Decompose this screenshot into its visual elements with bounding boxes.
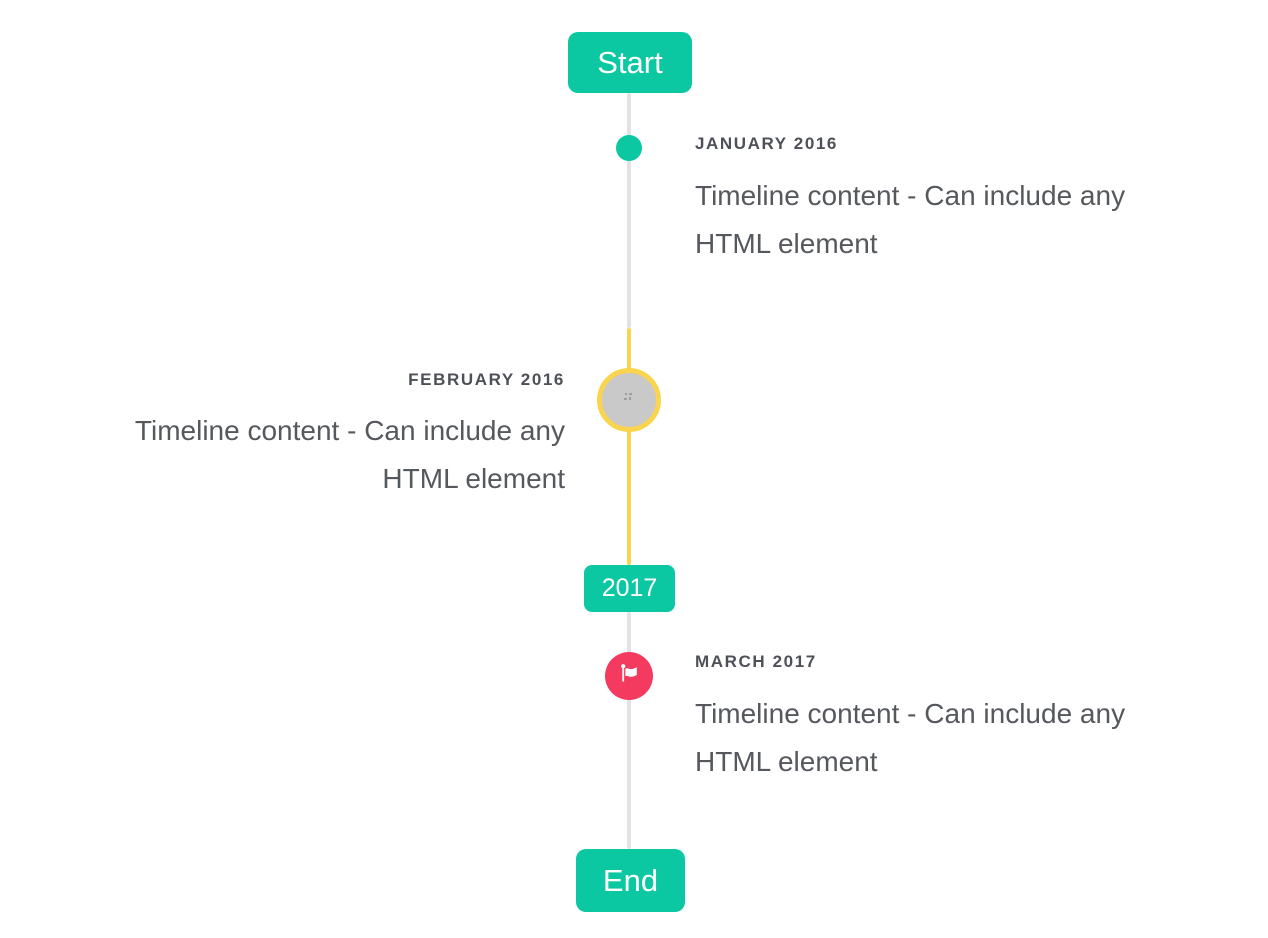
item-title-january-2016: JANUARY 2016 xyxy=(695,134,838,153)
flag-icon xyxy=(617,662,641,691)
timeline-year-label: 2017 xyxy=(601,574,658,602)
timeline-end-label: End xyxy=(602,862,659,898)
timeline-start-label: Start xyxy=(597,44,663,80)
dot-marker-icon xyxy=(616,135,642,161)
item-content-line: HTML element xyxy=(695,228,878,259)
item-content-march-2017: Timeline content - Can include any HTML … xyxy=(695,690,1223,786)
timeline-line-segment-bottom xyxy=(627,612,631,849)
timeline-start-badge: Start xyxy=(568,32,692,93)
item-content-february-2016: Timeline content - Can include any HTML … xyxy=(40,407,565,503)
timeline-line-segment-highlight xyxy=(627,328,631,565)
timeline-year-badge: 2017 xyxy=(584,565,675,612)
item-content-january-2016: Timeline content - Can include any HTML … xyxy=(695,172,1223,268)
item-content-line: Timeline content - Can include any xyxy=(695,698,1126,729)
timeline-end-badge: End xyxy=(576,849,685,912)
item-title-february-2016: FEBRUARY 2016 xyxy=(408,370,565,389)
image-marker xyxy=(597,368,661,432)
item-title-march-2017: MARCH 2017 xyxy=(695,652,817,671)
timeline-line-segment-top xyxy=(627,93,631,328)
item-content-line: Timeline content - Can include any xyxy=(695,180,1126,211)
flag-marker xyxy=(605,652,653,700)
item-content-line: HTML element xyxy=(382,463,565,494)
item-content-line: HTML element xyxy=(695,746,878,777)
item-content-line: Timeline content - Can include any xyxy=(134,415,565,446)
broken-image-icon xyxy=(621,391,637,410)
